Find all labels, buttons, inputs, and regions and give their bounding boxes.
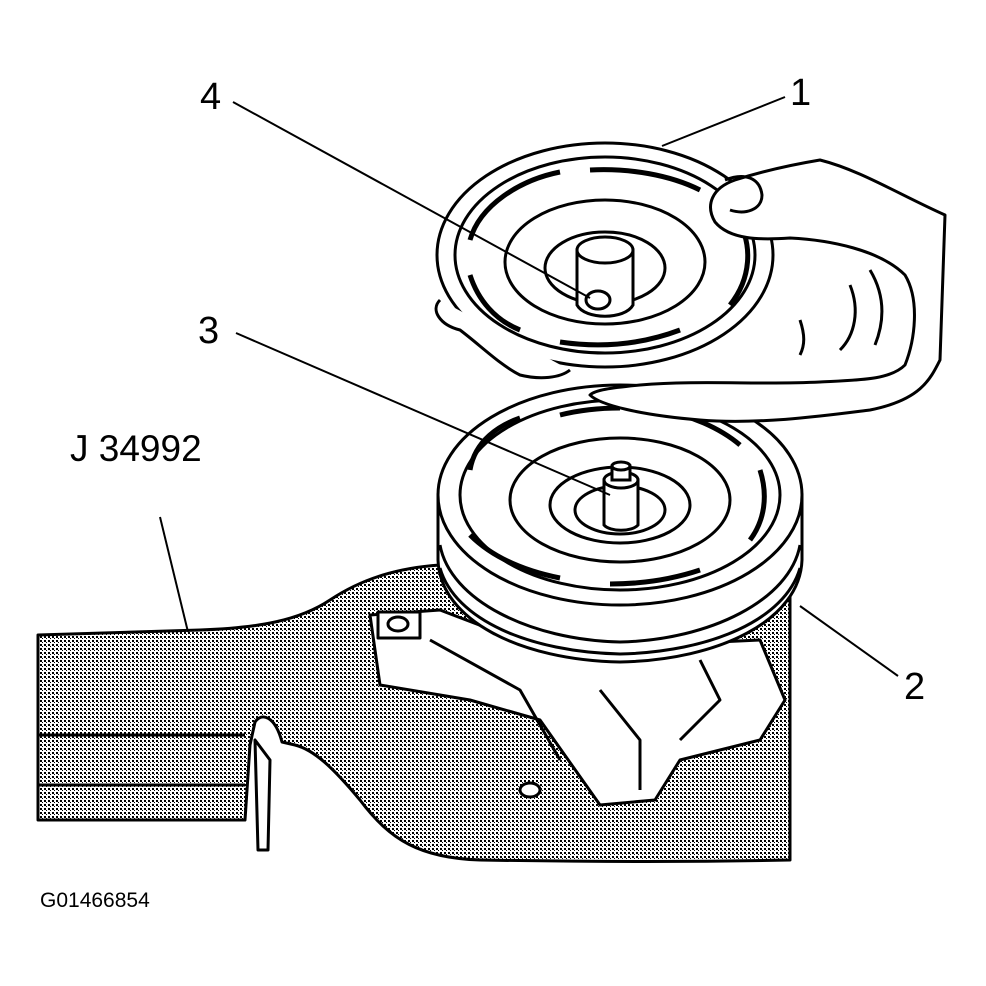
tool-label: J 34992	[70, 428, 202, 469]
leader-2	[799, 605, 899, 677]
leader-1	[661, 96, 786, 147]
leader-3	[235, 332, 611, 496]
callout-2: 2	[904, 666, 926, 708]
figure-id: G01466854	[40, 889, 150, 912]
leader-tool	[159, 516, 189, 633]
callout-4: 4	[200, 76, 222, 118]
clutch-plate-upper	[435, 141, 775, 369]
hand	[434, 158, 947, 423]
callout-1: 1	[790, 72, 812, 114]
leader-4	[232, 101, 591, 299]
leader-lines	[159, 96, 899, 677]
compressor-mount	[368, 608, 787, 807]
clutch-assembly-lower	[436, 383, 804, 664]
callout-3: 3	[198, 310, 220, 352]
